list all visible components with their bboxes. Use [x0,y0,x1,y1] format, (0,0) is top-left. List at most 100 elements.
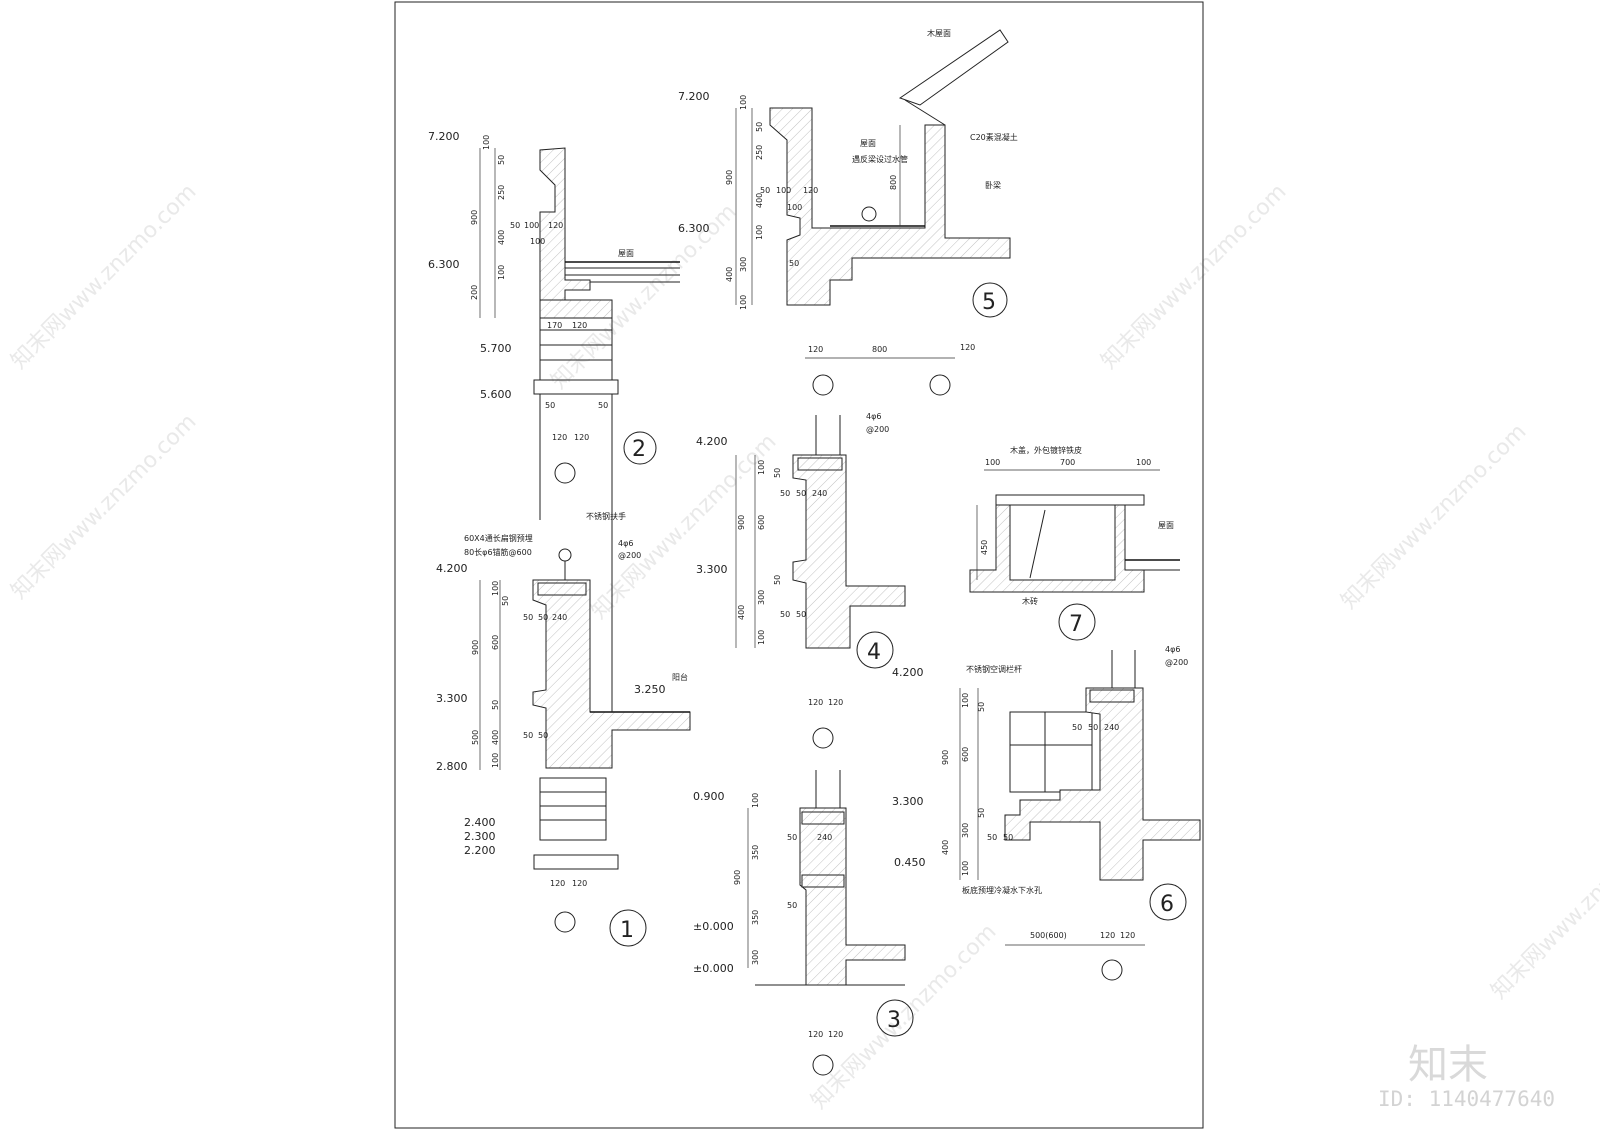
dimension-label: 100 [491,581,500,596]
dimension-label: 800 [889,175,898,190]
note-text: 木盖，外包镀锌铁皮 [1010,445,1082,455]
dimension-label: 120 [574,433,589,442]
detail-7: 100 700 100 450 木盖，外包镀锌铁皮 屋面 木砖 7 [969,445,1180,641]
elevation-label: 5.600 [480,388,512,401]
note-text: 木屋面 [927,28,951,38]
elevation-label: ±0.000 [693,962,734,975]
detail-number-circle [1058,603,1096,641]
note-text: 阳台 [672,672,688,682]
dimension-label: 900 [737,515,746,530]
elevation-label: 4.200 [696,435,728,448]
dimension-label: 700 [1060,458,1075,467]
note-text: @200 [618,551,641,560]
note-text: 80长φ6锚筋@600 [464,547,532,557]
dimension-label: 350 [751,910,760,925]
dimension-label: 400 [491,730,500,745]
dimension-label: 120 [572,879,587,888]
watermark-text: 知末网www.znzmo.com [7,409,202,604]
dimension-label: 100 [787,203,802,212]
note-text: 4φ6 [618,539,633,548]
note-text: 60X4通长扁钢预埋 [464,533,533,543]
dimension-label: 400 [497,230,506,245]
dimension-label: 100 [530,237,545,246]
dimension-label: 900 [941,750,950,765]
elevation-label: 6.300 [678,222,710,235]
dimension-label: 120 [1120,931,1135,940]
detail-number: 6 [1160,892,1174,917]
dimension-label: 50 [780,489,790,498]
detail-2: 7.200 6.300 5.700 5.600 100 50 250 900 4… [428,130,680,520]
dimension-label: 50 [787,833,797,842]
dimension-label: 100 [482,135,491,150]
dimension-label: 50 [796,610,806,619]
dimension-label: 120 [552,433,567,442]
dimension-label: 50 [1088,723,1098,732]
dimension-label: 400 [755,193,764,208]
dimension-label: 50 [760,186,770,195]
dimension-label: 350 [751,845,760,860]
dimension-label: 250 [755,145,764,160]
watermark-layer: 知末网www.znzmo.com 知末网www.znzmo.com 知末网www… [7,179,1600,1114]
dimension-label: 800 [872,345,887,354]
dimension-label: 300 [739,257,748,272]
dimension-label: 100 [757,460,766,475]
dimension-label: 500 [471,730,480,745]
detail-number-circle [1149,883,1187,921]
watermark-text: 知末网www.znzmo.com [587,429,782,624]
dimension-label: 100 [497,265,506,280]
dimension-label: 120 [550,879,565,888]
dimension-label: 50 [755,122,764,132]
dimension-label: 400 [941,840,950,855]
note-text: 木砖 [1022,596,1038,606]
dimension-label: 100 [524,221,539,230]
dimension-label: 50 [598,401,608,410]
dimension-label: 900 [471,640,480,655]
elevation-label: 7.200 [428,130,460,143]
dimension-label: 900 [470,210,479,225]
note-text: 卧梁 [985,181,1001,190]
image-id-text: ID: 1140477640 [1378,1087,1555,1111]
elevation-label: 2.200 [464,844,496,857]
dimension-label: 100 [757,630,766,645]
elevation-label: 3.300 [696,563,728,576]
elevation-label: 7.200 [678,90,710,103]
dimension-label: 200 [470,285,479,300]
watermark-text: 知末网www.znzmo.com [1097,179,1292,374]
dimension-label: 600 [757,515,766,530]
dimension-label: 100 [985,458,1000,467]
dimension-label: 120 [808,1030,823,1039]
dimension-label: 900 [733,870,742,885]
elevation-label: 6.300 [428,258,460,271]
dimension-label: 120 [828,698,843,707]
dimension-label: 50 [977,808,986,818]
dimension-label: 50 [796,489,806,498]
note-text: 遇反梁设过水管 [852,154,908,164]
detail-number-circle [972,282,1008,318]
note-text: 屋面 [618,249,634,258]
dimension-label: 50 [510,221,520,230]
dimension-label: 50 [780,610,790,619]
dimension-label: 120 [808,345,823,354]
detail-number: 2 [632,437,646,462]
dimension-label: 240 [552,613,567,622]
dimension-label: 600 [491,635,500,650]
dimension-label: 240 [1104,723,1119,732]
note-text: 板底预埋冷凝水下水孔 [962,885,1042,895]
elevation-label: 2.800 [436,760,468,773]
dimension-label: 50 [987,833,997,842]
detail-number: 1 [620,918,634,943]
dimension-label: 600 [961,747,970,762]
dimension-label: 50 [538,731,548,740]
dimension-label: 300 [751,950,760,965]
detail-1: 4.200 3.300 2.800 2.400 2.300 2.200 3.25… [436,394,691,947]
dimension-label: 300 [961,823,970,838]
detail-number-circle [623,431,657,465]
dimension-label: 120 [808,698,823,707]
note-text: C20素混凝土 [970,132,1018,142]
dimension-label: 50 [787,901,797,910]
note-text: 4φ6 [866,412,881,421]
dimension-label: 100 [961,693,970,708]
elevation-label: 3.250 [634,683,666,696]
dimension-label: 100 [755,225,764,240]
dimension-label: 50 [1072,723,1082,732]
